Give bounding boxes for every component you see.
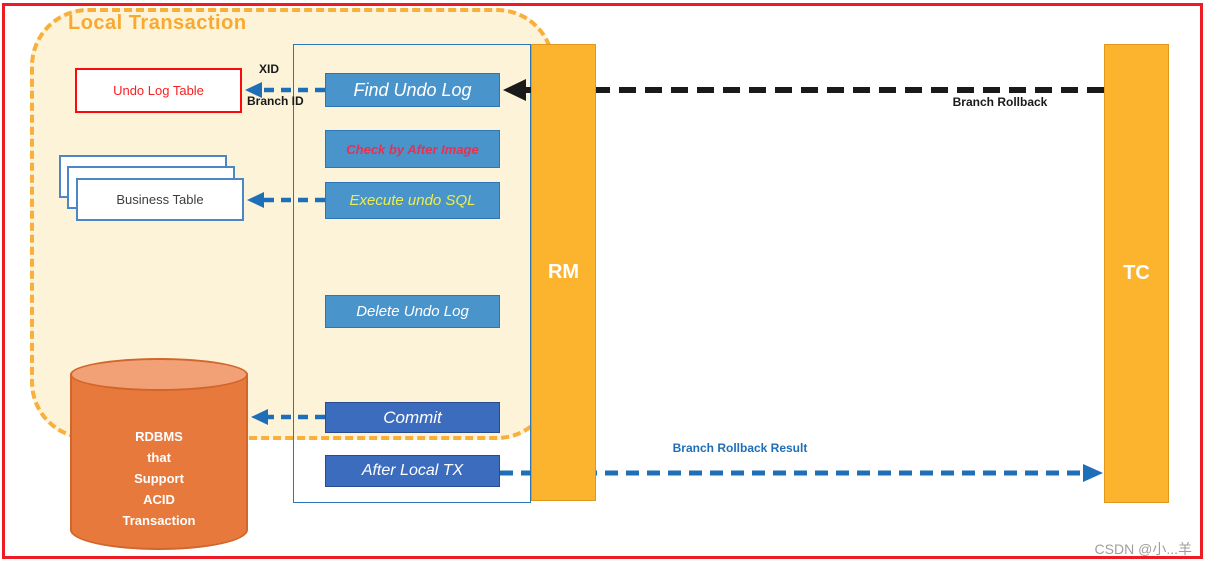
step-execute-undo-sql: Execute undo SQL: [325, 182, 500, 219]
xid-label: XID: [259, 62, 280, 76]
step-find-undo-log: Find Undo Log: [325, 73, 500, 107]
rdbms-label-line: ACID: [143, 492, 175, 507]
step-delete-undo-log: Delete Undo Log: [325, 295, 500, 328]
step-commit-label: Commit: [383, 407, 442, 427]
rdbms-label: RDBMS that Support ACID Transaction: [70, 426, 248, 531]
step-after-local-tx: After Local TX: [325, 455, 500, 487]
lifeline-tc-label: TC: [1123, 262, 1150, 284]
rdbms-label-line: Support: [134, 471, 184, 486]
execute-undo-sql-arrowhead: [247, 192, 264, 208]
lifeline-rm: RM: [531, 44, 596, 501]
branch-rollback-result-label: Branch Rollback Result: [672, 441, 808, 455]
step-after-local-tx-label: After Local TX: [361, 462, 464, 479]
step-check-by-after-image-label: Check by After Image: [346, 141, 479, 157]
undo-log-table-label: Undo Log Table: [113, 83, 204, 98]
csdn-watermark: CSDN @小...羊: [1094, 541, 1192, 557]
rdbms-label-line: Transaction: [122, 513, 196, 528]
rdbms-label-line: RDBMS: [135, 429, 183, 444]
commit-arrowhead: [251, 409, 268, 425]
business-table-label: Business Table: [116, 192, 204, 207]
rdbms-cylinder-top: [70, 358, 248, 391]
branch-id-label: Branch ID: [247, 94, 304, 108]
rdbms-cylinder-body: [70, 374, 248, 550]
rdbms-label-line: that: [147, 450, 171, 465]
step-find-undo-log-label: Find Undo Log: [353, 79, 472, 100]
undo-log-lookup-arrowhead: [245, 82, 262, 98]
branch-rollback-arrowhead: [503, 79, 526, 101]
lifeline-tc: TC: [1104, 44, 1169, 503]
undo-log-table-box: Undo Log Table: [75, 68, 242, 113]
step-commit: Commit: [325, 402, 500, 433]
branch-rollback-result-arrowhead: [1083, 464, 1103, 482]
branch-rollback-label: Branch Rollback: [952, 95, 1048, 109]
step-execute-undo-sql-label: Execute undo SQL: [349, 192, 476, 209]
lifeline-rm-label: RM: [547, 261, 580, 283]
step-check-by-after-image: Check by After Image: [325, 130, 500, 168]
business-table-box: Business Table: [76, 178, 244, 221]
sequence-container: [293, 44, 531, 503]
local-transaction-title: Local Transaction: [68, 12, 247, 34]
step-delete-undo-log-label: Delete Undo Log: [356, 303, 469, 320]
